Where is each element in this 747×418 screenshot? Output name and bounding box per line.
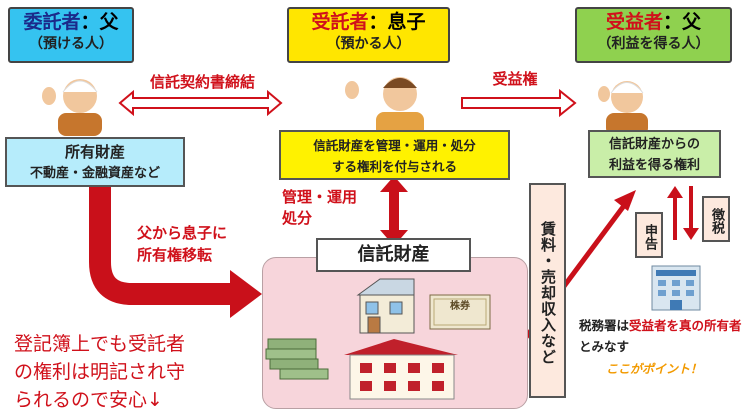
settlor-role: 委託者 [23, 11, 81, 33]
beneficiary-role: 受益者 [605, 11, 663, 33]
settlor-box: 委託者：父 （預ける人） [8, 7, 134, 63]
house-icon [356, 278, 415, 334]
benefit-label: 受益権 [492, 70, 538, 88]
contract-arrow [118, 89, 283, 117]
money-icon [265, 338, 329, 380]
beneficiary-who: 父 [682, 11, 702, 33]
settlor-who: 父 [99, 11, 119, 33]
income-box: 賃料・売却収入など [529, 183, 566, 398]
trustee-who: 息子 [387, 11, 426, 33]
report-tax-arrows [667, 186, 699, 240]
apartment-icon [344, 339, 458, 400]
transfer-label: 父から息子に 所有権移転 [137, 224, 228, 264]
tax-office-building-icon [651, 265, 701, 311]
beneficiary-box: 受益者：父 （利益を得る人） [575, 7, 732, 63]
beneficiary-right-box: 信託財産からの 利益を得る権利 [588, 130, 721, 178]
beneficiary-person-illustration [598, 81, 648, 136]
owned-property-detail: 不動産・金融資産など [29, 166, 160, 181]
benefit-arrow [461, 88, 577, 118]
owned-property-title: 所有財産 [64, 143, 125, 161]
bond-label: 株券 [450, 301, 470, 312]
trust-property-illustrations [265, 278, 491, 400]
manage-arrow [380, 176, 408, 246]
report-box: 申告 [635, 212, 663, 258]
bond-certificate-icon [429, 294, 491, 330]
contract-label: 信託契約書締結 [149, 73, 255, 91]
income-label: 賃料・売却収入など [539, 221, 557, 365]
trustee-right-box: 信託財産を管理・運用・処分 する権利を付与される [279, 130, 510, 180]
manage-label: 管理・運用 処分 [282, 188, 358, 227]
tax-box: 徴税 [702, 196, 730, 242]
trustee-role: 受託者 [311, 11, 369, 33]
tax-office-statement: 税務署は受益者を真の所有者とみなす [579, 318, 742, 354]
beneficiary-right-line2: 利益を得る権利 [608, 158, 700, 173]
trustee-right-line2: する権利を付与される [331, 159, 457, 174]
settlor-sub: （預ける人） [29, 36, 113, 52]
trustee-person-illustration [345, 77, 424, 137]
tax-office-highlight: 受益者を真の所有者 [629, 318, 742, 333]
settlor-person-illustration [42, 79, 102, 136]
trust-property-title: 信託財産 [316, 238, 471, 272]
trustee-right-line1: 信託財産を管理・運用・処分 [313, 138, 476, 153]
beneficiary-sub: （利益を得る人） [597, 36, 710, 52]
trustee-sub: （預かる人） [326, 36, 411, 52]
point-label: ここがポイント！ [606, 362, 703, 376]
owned-property-box: 所有財産 不動産・金融資産など [5, 137, 185, 187]
beneficiary-right-line1: 信託財産からの [608, 137, 700, 152]
safety-note: 登記簿上でも受託者 の権利は明記され守 られるので安心↓ [14, 333, 186, 411]
trustee-box: 受託者：息子 （預かる人） [287, 7, 450, 63]
transfer-arrow [89, 186, 232, 305]
